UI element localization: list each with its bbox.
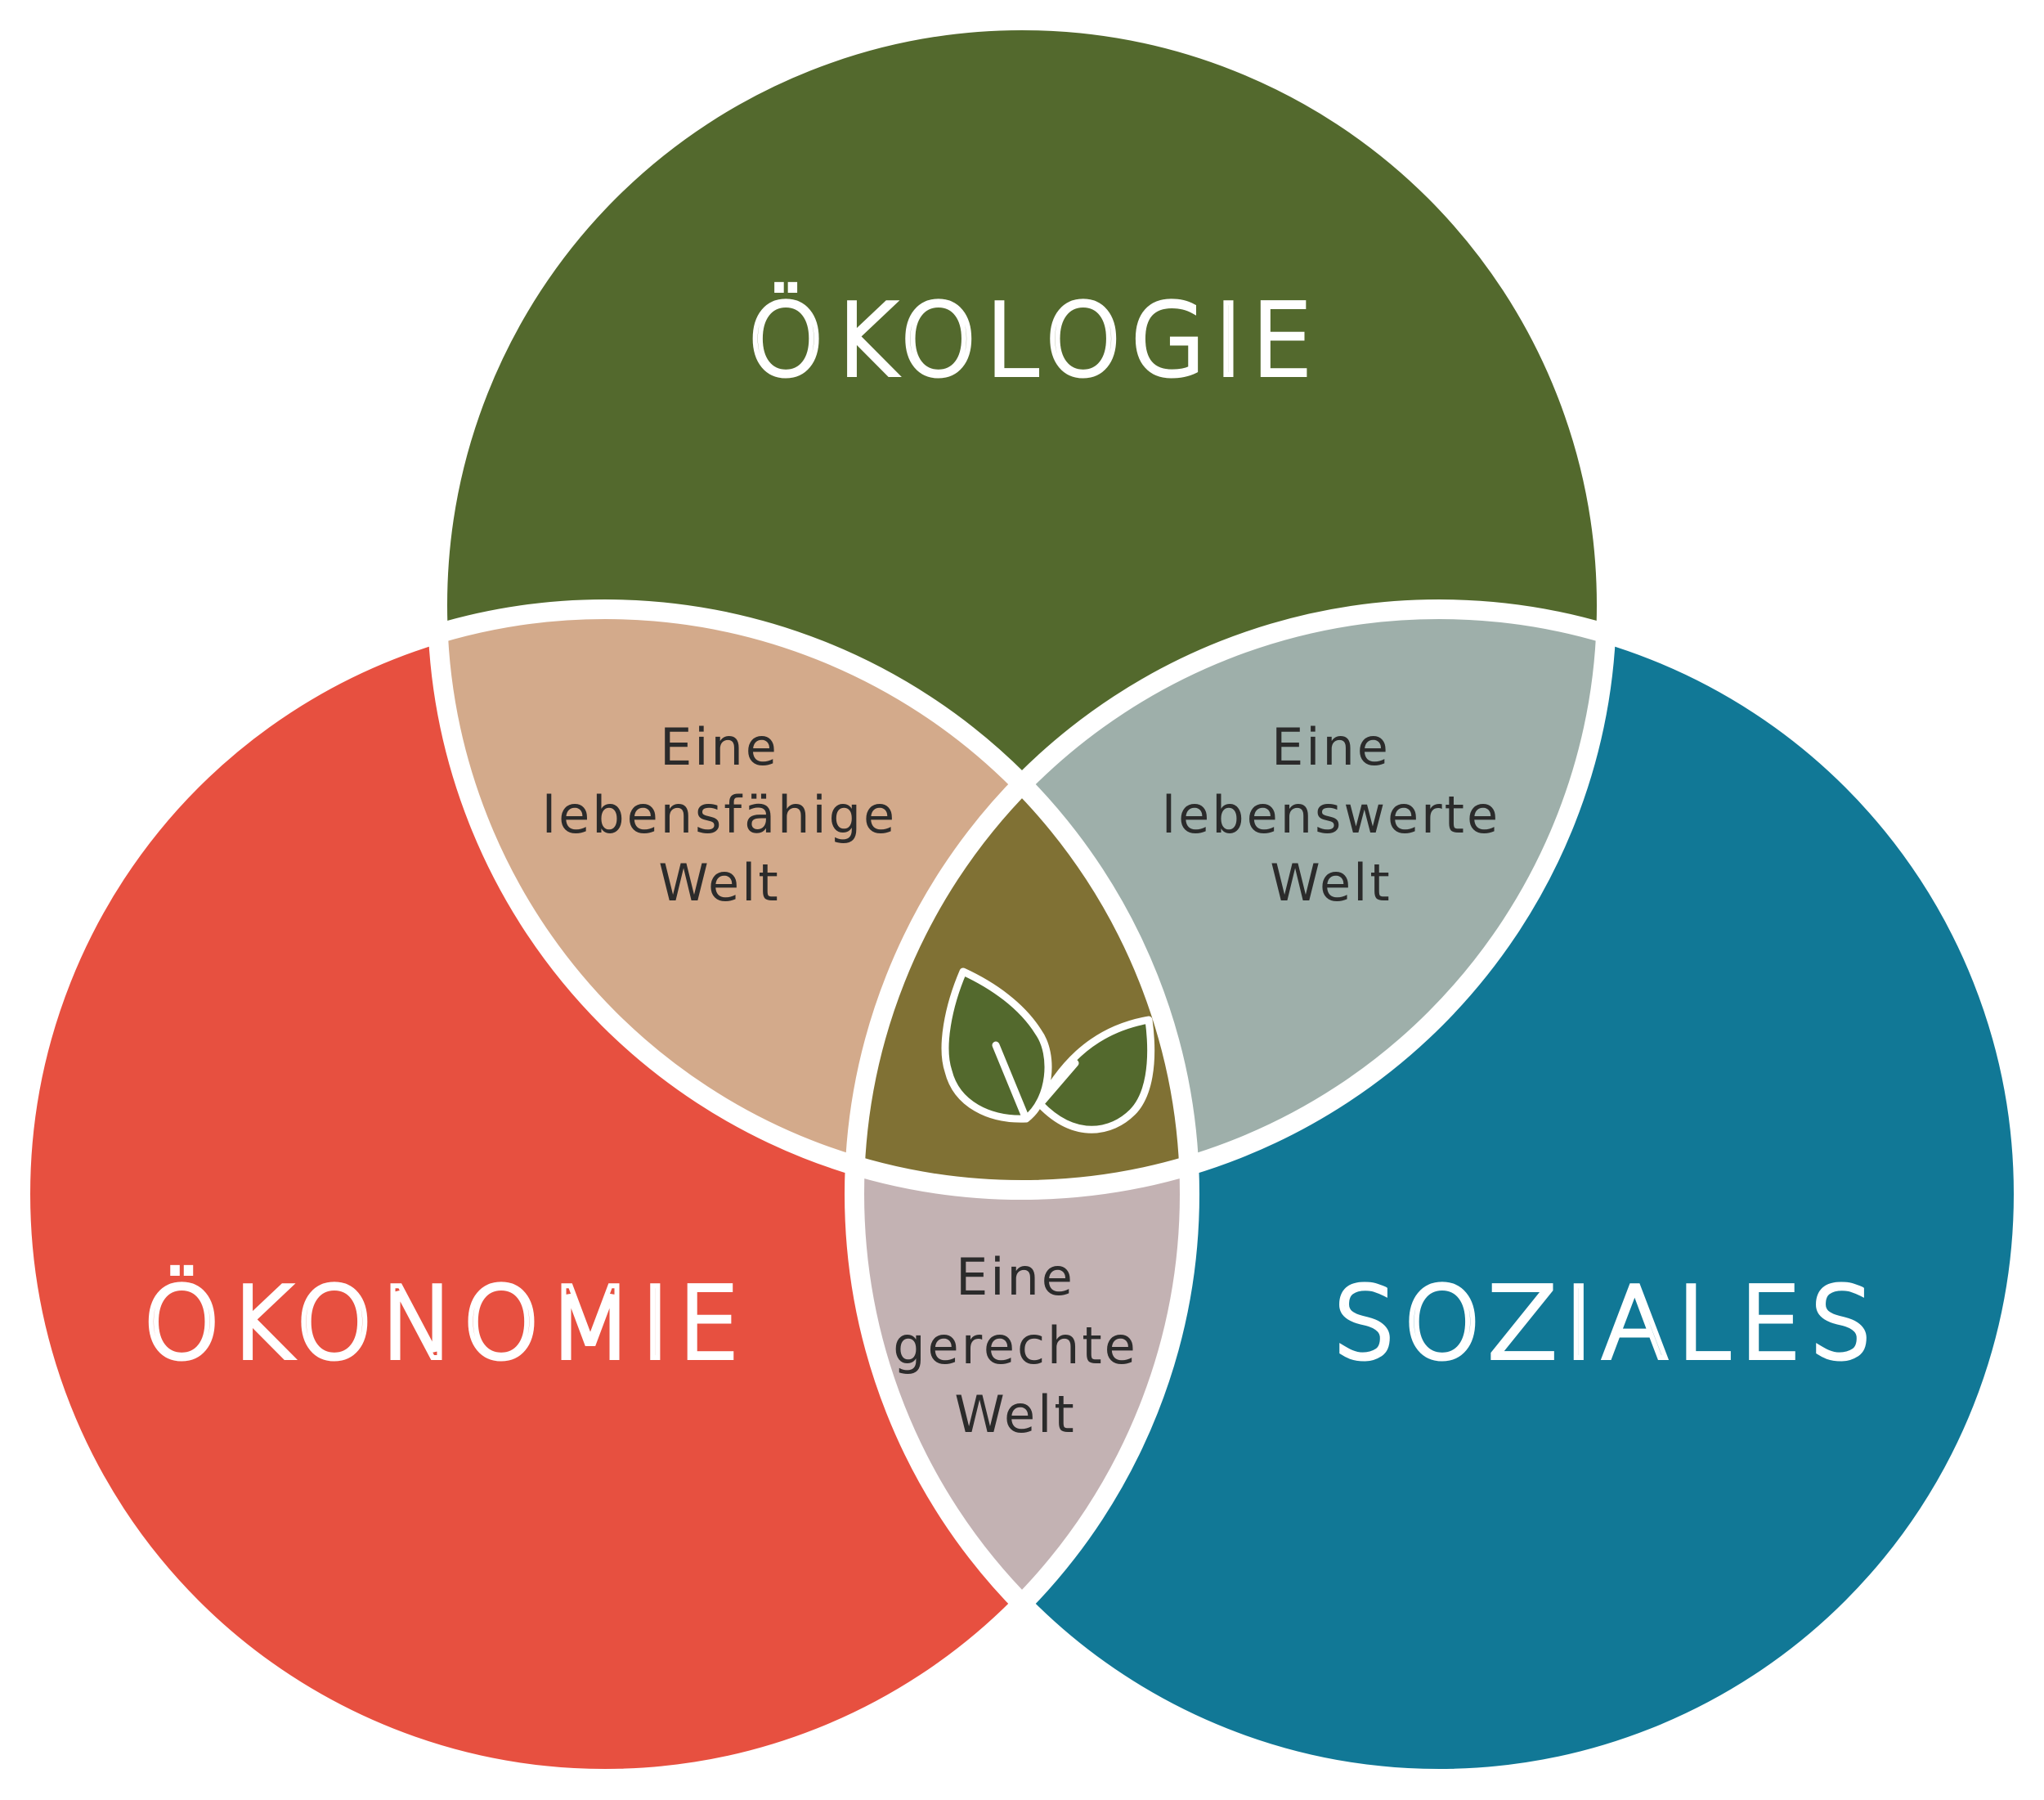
overlap-label-gerecht: Eine gerechte Welt bbox=[893, 1247, 1138, 1444]
svg-text:Eine: Eine bbox=[660, 717, 779, 777]
label-soziales: SOZIALES bbox=[1333, 1268, 1880, 1381]
circle-outlines bbox=[11, 11, 2033, 1789]
svg-text:gerechte: gerechte bbox=[893, 1316, 1138, 1376]
svg-text:Eine: Eine bbox=[956, 1247, 1075, 1307]
svg-text:lebenswerte: lebenswerte bbox=[1162, 785, 1500, 845]
leaves-icon bbox=[941, 967, 1155, 1133]
svg-text:lebensfähige: lebensfähige bbox=[542, 785, 897, 845]
overlap-oekologie-soziales bbox=[854, 609, 1607, 1190]
svg-text:Welt: Welt bbox=[658, 853, 780, 913]
svg-text:Eine: Eine bbox=[1271, 717, 1391, 777]
label-oekologie: ÖKOLOGIE bbox=[747, 285, 1321, 398]
overlap-oekologie-oekonomie bbox=[437, 609, 1190, 1190]
label-oekonomie: ÖKONOMIE bbox=[143, 1268, 748, 1381]
overlap-label-lebenswert: Eine lebenswerte Welt bbox=[1162, 717, 1500, 913]
svg-text:Welt: Welt bbox=[1270, 853, 1392, 913]
svg-text:Welt: Welt bbox=[954, 1385, 1076, 1444]
overlap-label-lebensfaehig: Eine lebensfähige Welt bbox=[542, 717, 897, 913]
